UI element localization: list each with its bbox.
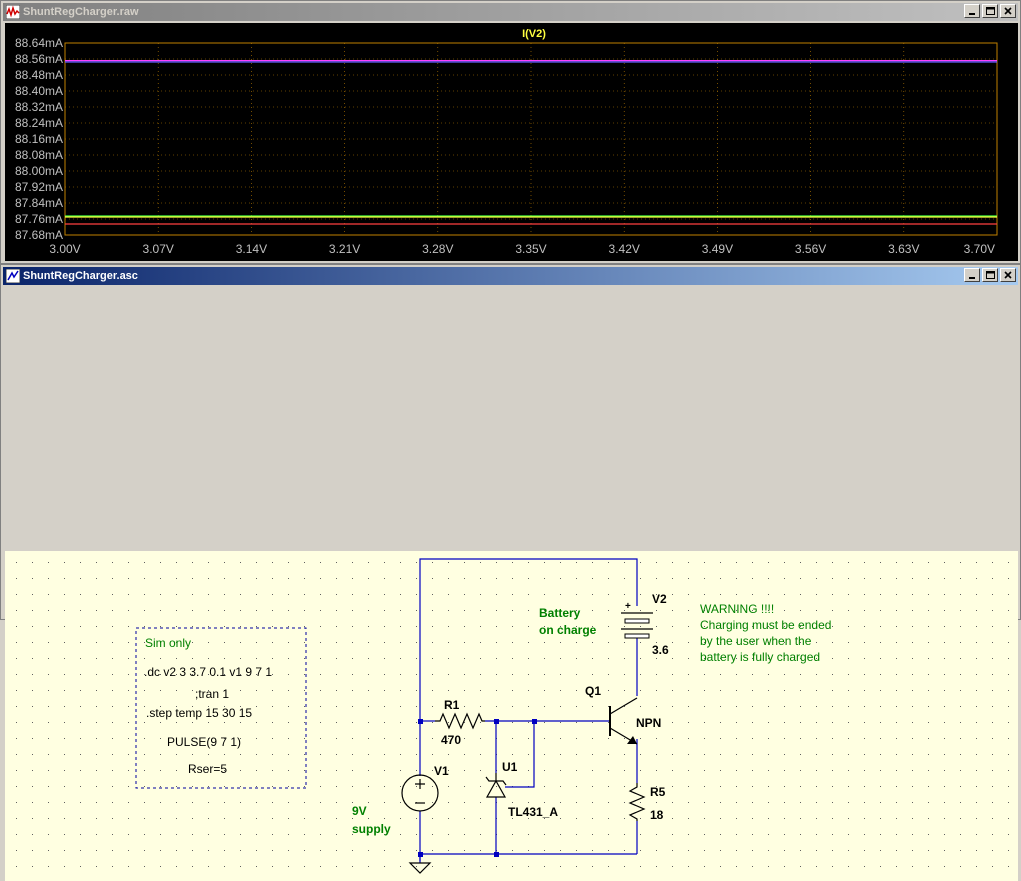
u1-name: U1	[502, 760, 518, 774]
r1-value: 470	[441, 733, 461, 747]
waveform-window-title: ShuntRegCharger.raw	[23, 6, 139, 18]
y-tick-label: 88.16mA	[15, 132, 63, 146]
warning-line: by the user when the	[700, 634, 812, 648]
directive-line: .dc v2 3 3.7 0.1 v1 9 7 1	[144, 665, 272, 679]
y-tick-label: 88.00mA	[15, 164, 63, 178]
y-tick-label: 88.56mA	[15, 52, 63, 66]
schematic-titlebar[interactable]: ShuntRegCharger.asc	[3, 267, 1018, 285]
r5-name: R5	[650, 785, 666, 799]
directive-line: Rser=5	[188, 762, 227, 776]
x-tick-label: 3.49V	[702, 242, 733, 256]
schematic-svg[interactable]: Sim only .dc v2 3 3.7 0.1 v1 9 7 1 ;tran…	[5, 551, 1018, 881]
waveform-window: ShuntRegCharger.raw I(V2) 88.64mA 88.56mA…	[0, 0, 1021, 264]
directive-line: PULSE(9 7 1)	[167, 735, 241, 749]
close-icon	[1004, 271, 1012, 279]
y-tick-label: 87.76mA	[15, 212, 63, 226]
v2-note-line2: on charge	[539, 623, 597, 637]
waveform-titlebar[interactable]: ShuntRegCharger.raw	[3, 3, 1018, 21]
schematic-window-title: ShuntRegCharger.asc	[23, 270, 138, 282]
v2-name: V2	[652, 592, 667, 606]
close-button[interactable]	[1000, 4, 1016, 18]
v2-plus-mark: +	[625, 601, 631, 612]
trace-label[interactable]: I(V2)	[522, 28, 546, 40]
v2-value: 3.6	[652, 643, 669, 657]
v2-note-line1: Battery	[539, 606, 581, 620]
x-tick-label: 3.14V	[236, 242, 267, 256]
q1-value: NPN	[636, 716, 661, 730]
y-tick-label: 88.32mA	[15, 100, 63, 114]
minimize-button[interactable]	[964, 4, 980, 18]
directive-line: .step temp 15 30 15	[146, 706, 252, 720]
r5-value: 18	[650, 808, 664, 822]
schematic-canvas[interactable]: Sim only .dc v2 3 3.7 0.1 v1 9 7 1 ;tran…	[5, 551, 1018, 881]
y-tick-label: 88.40mA	[15, 84, 63, 98]
y-tick-label: 87.84mA	[15, 196, 63, 210]
x-tick-label: 3.56V	[795, 242, 826, 256]
x-tick-label: 3.00V	[49, 242, 80, 256]
x-tick-label: 3.07V	[143, 242, 174, 256]
y-tick-label: 88.08mA	[15, 148, 63, 162]
y-tick-label: 87.68mA	[15, 228, 63, 242]
waveform-app-icon	[6, 5, 20, 19]
warning-line: WARNING !!!!	[700, 602, 774, 616]
schematic-app-icon	[6, 269, 20, 283]
x-tick-label: 3.63V	[888, 242, 919, 256]
r1-name: R1	[444, 698, 460, 712]
warning-line: Charging must be ended	[700, 618, 831, 632]
schematic-window: ShuntRegCharger.asc Sim onl	[0, 264, 1021, 881]
plot-area[interactable]: I(V2) 88.64mA 88.56mA 88.48mA 88.40mA 88.32m…	[5, 23, 1018, 261]
directive-line: Sim only	[145, 636, 191, 650]
x-tick-label: 3.35V	[515, 242, 546, 256]
q1-name: Q1	[585, 684, 601, 698]
v1-note-line2: supply	[352, 822, 391, 836]
x-tick-label: 3.42V	[609, 242, 640, 256]
close-button[interactable]	[1000, 268, 1016, 282]
minimize-icon	[969, 277, 975, 279]
maximize-button[interactable]	[982, 4, 998, 18]
v1-name: V1	[434, 764, 449, 778]
minimize-icon	[969, 13, 975, 15]
u1-value: TL431_A	[508, 805, 558, 819]
warning-line: battery is fully charged	[700, 650, 820, 664]
y-tick-label: 88.48mA	[15, 68, 63, 82]
y-tick-label: 88.24mA	[15, 116, 63, 130]
close-icon	[1004, 7, 1012, 15]
directive-line: ;tran 1	[195, 687, 229, 701]
x-tick-label: 3.70V	[964, 242, 995, 256]
maximize-icon	[986, 7, 995, 15]
x-tick-label: 3.21V	[329, 242, 360, 256]
minimize-button[interactable]	[964, 268, 980, 282]
y-tick-label: 88.64mA	[15, 36, 63, 50]
plot-svg[interactable]: I(V2) 88.64mA 88.56mA 88.48mA 88.40mA 88.32m…	[5, 23, 1018, 261]
v1-note-line1: 9V	[352, 804, 367, 818]
y-tick-label: 87.92mA	[15, 180, 63, 194]
maximize-icon	[986, 271, 995, 279]
maximize-button[interactable]	[982, 268, 998, 282]
x-tick-label: 3.28V	[422, 242, 453, 256]
